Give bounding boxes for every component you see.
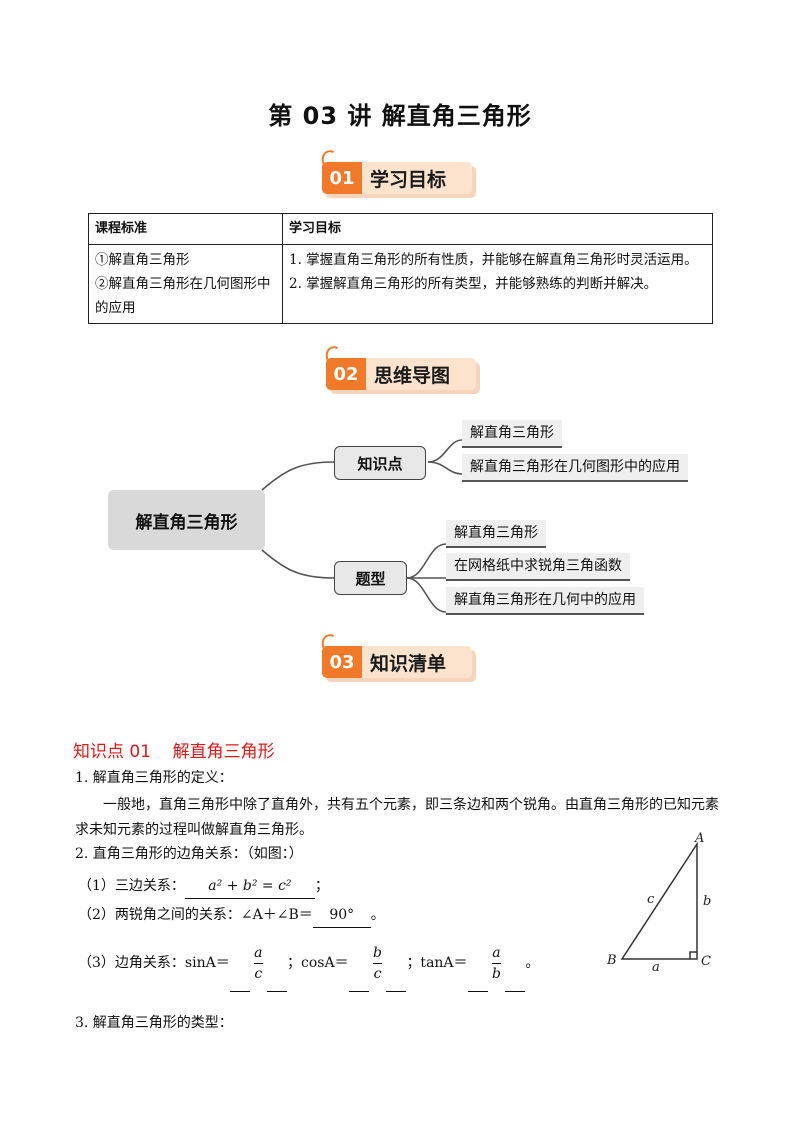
section-label: 学习目标 <box>370 168 447 191</box>
table-header: 学习目标 <box>282 213 713 245</box>
objective-item: 1. 掌握直角三角形的所有性质，并能够在解直角三角形时灵活运用。 <box>289 252 698 268</box>
fraction-denominator: b <box>492 965 501 982</box>
vertex-label-B: B <box>606 953 617 968</box>
relation-label: （3）边角关系： <box>78 955 185 971</box>
mindmap-connectors <box>261 439 463 613</box>
fraction-denominator: c <box>254 965 263 982</box>
page-title: 第 03 讲 解直角三角形 <box>268 102 532 130</box>
standard-item: ①解直角三角形 <box>95 252 190 268</box>
standard-item: ②解直角三角形在几何图形中的应用 <box>95 276 271 316</box>
item1-text: 一般地，直角三角形中除了直角外，共有五个元素，即三条边和两个锐角。由直角三角形的… <box>75 797 719 838</box>
mindmap-branch-question-types: 题型 <box>334 561 407 595</box>
relation-label: （1）三边关系： <box>78 878 185 894</box>
fraction-denominator: c <box>373 965 382 982</box>
sin-label: sinA＝ <box>184 955 230 971</box>
right-angle-mark <box>689 951 697 959</box>
section-badge-mindmap: 02 思维导图 <box>322 343 486 398</box>
mindmap-leaf: 在网格纸中求锐角三角函数 <box>446 553 630 581</box>
section-number: 02 <box>326 358 366 390</box>
table-cell: 1. 掌握直角三角形的所有性质，并能够在解直角三角形时灵活运用。 2. 掌握解直… <box>282 244 713 324</box>
fraction-numerator: a <box>254 944 263 961</box>
tan-label: ；tanA＝ <box>406 955 468 971</box>
side-label-a: a <box>652 960 660 973</box>
table-row: ①解直角三角形 ②解直角三角形在几何图形中的应用 1. 掌握直角三角形的所有性质… <box>88 244 713 324</box>
cos-label: ；cosA＝ <box>286 955 349 971</box>
fraction-numerator: a <box>492 944 501 961</box>
section-number: 01 <box>322 162 362 194</box>
mindmap-leaf: 解直角三角形在几何图形中的应用 <box>462 454 688 482</box>
right-triangle-figure: A B C a b c <box>606 831 711 973</box>
connector-line <box>261 549 335 579</box>
answer-blank: a² + b² = c² <box>184 874 315 899</box>
fraction-numerator: b <box>373 944 382 961</box>
vertex-label-A: A <box>694 831 704 846</box>
section-number: 03 <box>322 646 362 678</box>
triangle-shape <box>620 841 698 960</box>
objective-item: 2. 掌握解直角三角形的所有类型，并能够熟练的判断并解决。 <box>289 276 658 292</box>
mindmap-leaf: 解直角三角形 <box>462 420 562 448</box>
mindmap-root: 解直角三角形 <box>108 490 265 550</box>
relation-three-sides: （1）三边关系：a² + b² = c²； <box>78 874 329 899</box>
relation-acute-angles: （2）两锐角之间的关系：∠A＋∠B＝90°。 <box>78 903 385 928</box>
side-label-c: c <box>647 892 655 907</box>
item1-title: 1. 解直角三角形的定义： <box>75 770 233 786</box>
section-badge-goals: 01 学习目标 <box>318 147 482 202</box>
mindmap-leaf: 解直角三角形 <box>446 520 546 548</box>
table-header-row: 课程标准 学习目标 <box>88 213 713 245</box>
mindmap-leaf: 解直角三角形在几何中的应用 <box>446 587 644 615</box>
connector-line <box>427 461 463 475</box>
connector-line <box>406 577 447 613</box>
connector-line <box>427 439 463 463</box>
knowledge-heading: 知识点 01 解直角三角形 <box>73 742 275 762</box>
side-label-b: b <box>703 894 711 909</box>
relation-label: （2）两锐角之间的关系：∠A＋∠B＝ <box>78 907 313 923</box>
table-cell: ①解直角三角形 ②解直角三角形在几何图形中的应用 <box>88 244 283 324</box>
section-label: 思维导图 <box>374 364 451 387</box>
connector-line <box>261 461 335 491</box>
section-badge-knowledge: 03 知识清单 <box>318 631 482 686</box>
mindmap-branch-knowledge: 知识点 <box>334 446 426 480</box>
answer-blank: 90° <box>312 903 371 928</box>
connector-line <box>406 543 447 579</box>
item3-title: 3. 解直角三角形的类型： <box>75 1015 233 1031</box>
vertex-label-C: C <box>701 954 711 969</box>
item2-title: 2. 直角三角形的边角关系：（如图：） <box>75 846 303 862</box>
goals-table: 课程标准 学习目标 ①解直角三角形 ②解直角三角形在几何图形中的应用 1. 掌握… <box>88 213 713 324</box>
section-label: 知识清单 <box>370 652 447 675</box>
